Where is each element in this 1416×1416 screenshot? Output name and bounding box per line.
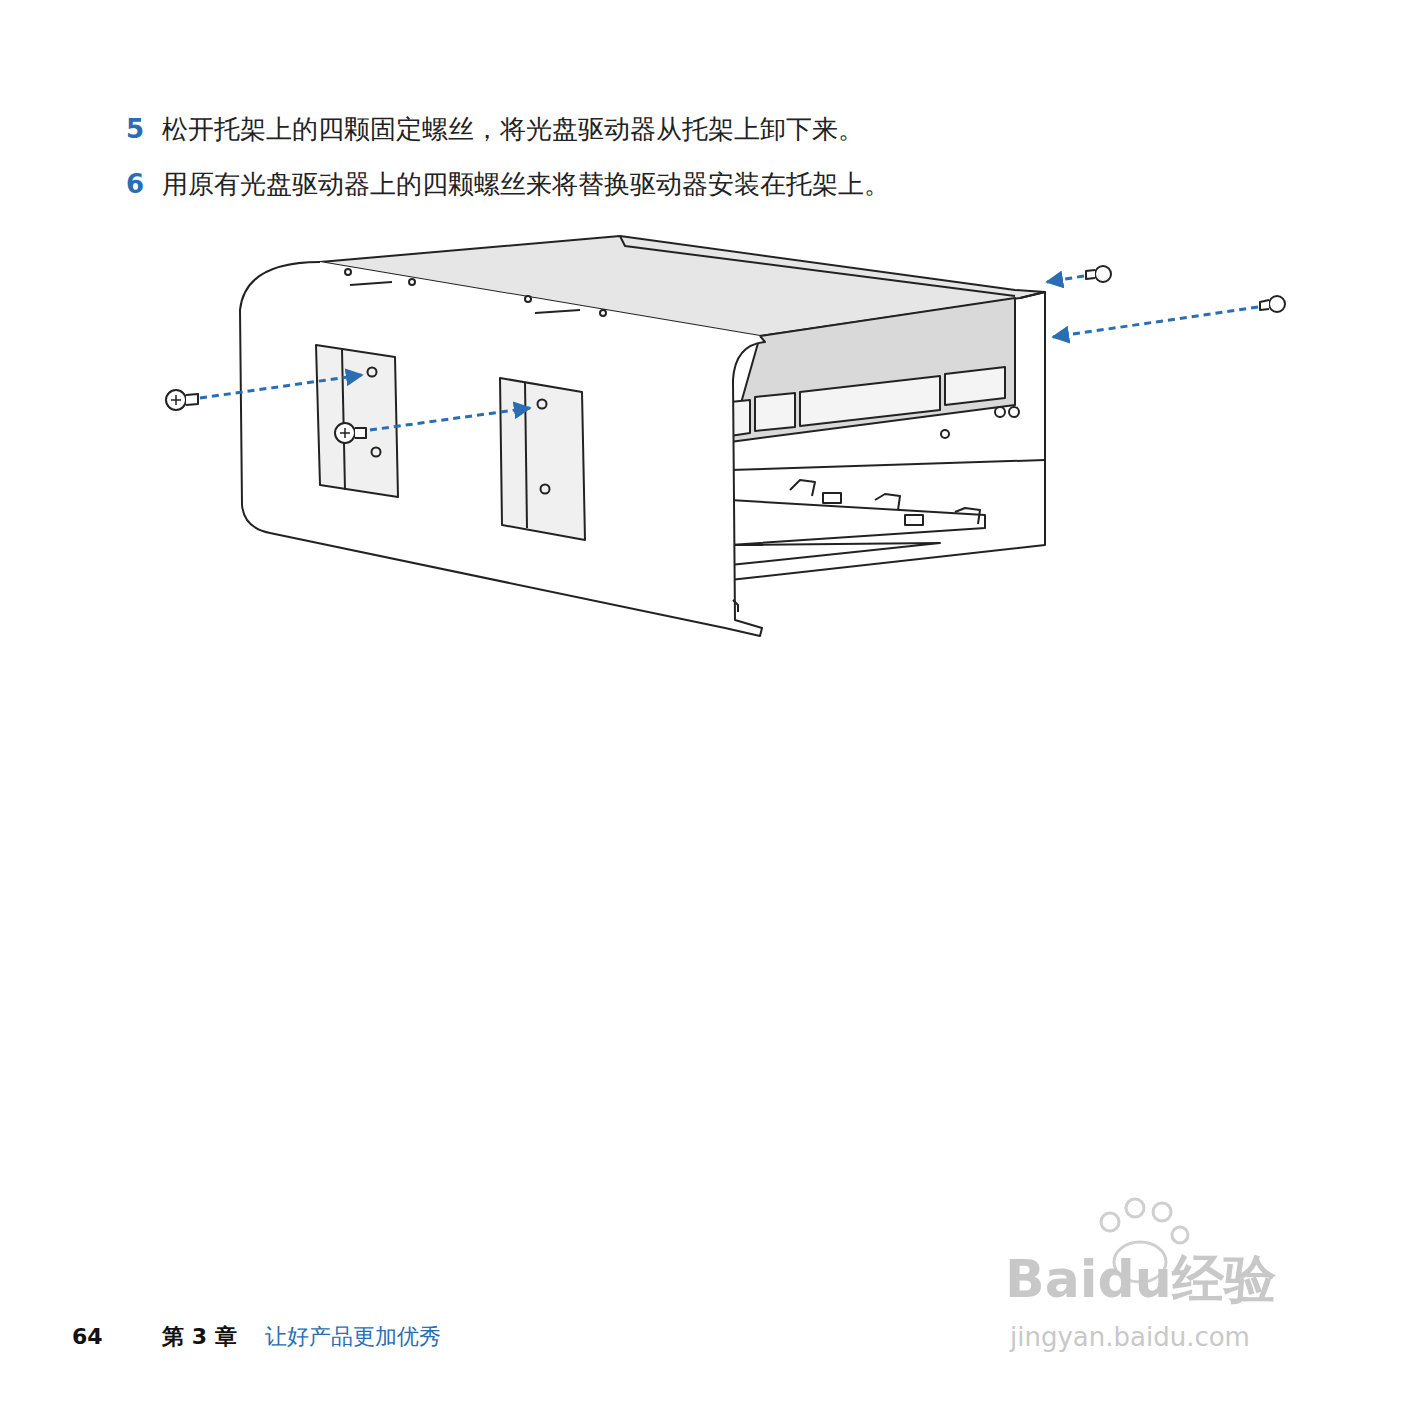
step-number: 5 [126, 114, 144, 145]
watermark: Baidu经验 [1005, 1248, 1276, 1310]
page-number: 64 [72, 1324, 103, 1350]
step-text: 松开托架上的四颗固定螺丝，将光盘驱动器从托架上卸下来。 [162, 114, 864, 145]
chapter-number: 第 3 章 [162, 1324, 237, 1350]
chapter-title: 让好产品更加优秀 [265, 1324, 441, 1350]
step-text: 用原有光盘驱动器上的四颗螺丝来将替换驱动器安装在托架上。 [162, 169, 890, 200]
step-number: 6 [126, 169, 144, 200]
watermark-url: jingyan.baidu.com [1010, 1322, 1250, 1353]
